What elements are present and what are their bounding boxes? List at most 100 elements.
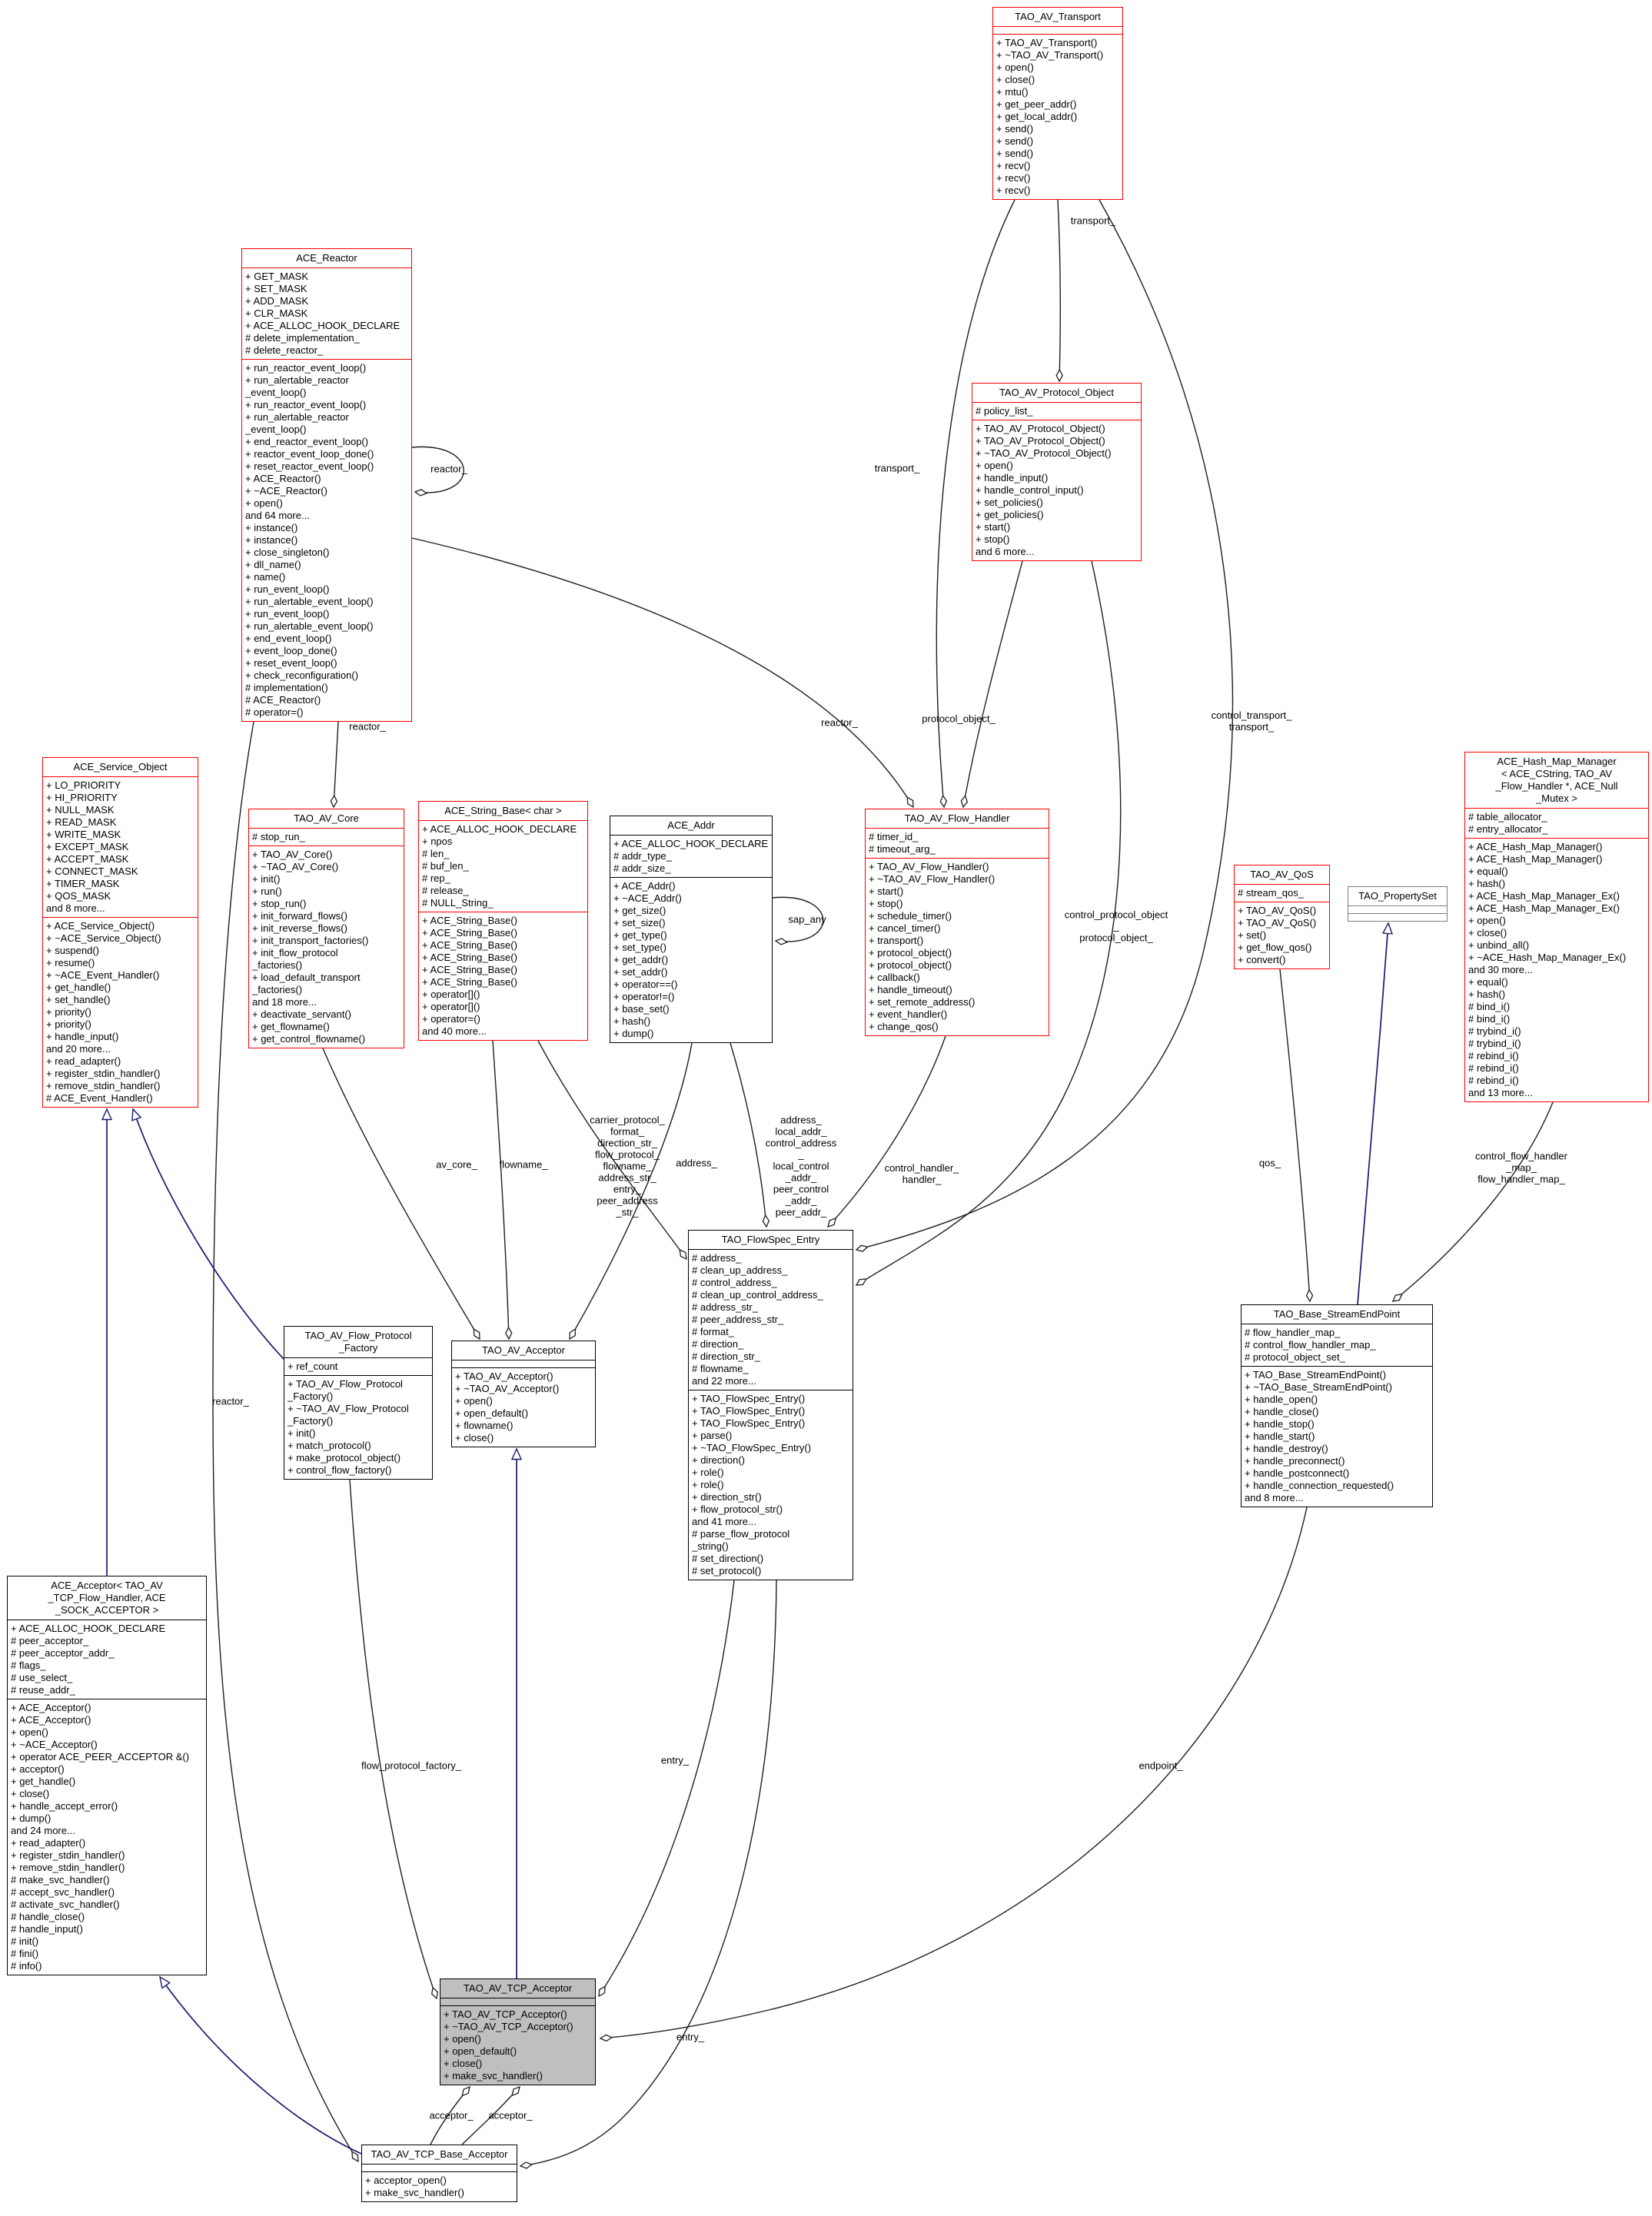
attribute: # stream_qos_ bbox=[1238, 887, 1304, 899]
attribute: # control_address_ bbox=[692, 1277, 777, 1288]
method: + TAO_FlowSpec_Entry() bbox=[692, 1393, 806, 1404]
class-ace-string-base[interactable]: ACE_String_Base< char >+ ACE_ALLOC_HOOK_… bbox=[418, 801, 588, 1041]
class-title-line: TAO_Base_StreamEndPoint bbox=[1273, 1308, 1401, 1320]
method: # set_direction() bbox=[692, 1553, 764, 1564]
class-ace-reactor[interactable]: ACE_Reactor+ GET_MASK+ SET_MASK+ ADD_MAS… bbox=[241, 248, 412, 722]
method: # bind_i() bbox=[1468, 1013, 1511, 1025]
method: + ~ACE_Acceptor() bbox=[11, 1739, 98, 1750]
attribute: + QOS_MASK bbox=[46, 890, 111, 902]
edge-label-addr-flowspec-entry: address_local_addr_control_address_local… bbox=[766, 1115, 837, 1218]
method: + ACE_String_Base() bbox=[422, 952, 517, 963]
edge-label-line: local_addr_ bbox=[775, 1125, 827, 1138]
attributes-section: + LO_PRIORITY+ HI_PRIORITY+ NULL_MASK+ R… bbox=[43, 776, 198, 917]
attribute: + ACE_ALLOC_HOOK_DECLARE bbox=[245, 320, 401, 331]
attributes-section bbox=[993, 26, 1122, 34]
class-title: TAO_AV_Flow_Protocol_Factory bbox=[284, 1327, 432, 1357]
edge-label-flow-handler-flowspec-entry: control_handler_handler_ bbox=[885, 1162, 959, 1185]
attribute: # peer_address_str_ bbox=[692, 1314, 784, 1325]
class-title: ACE_Service_Object bbox=[43, 758, 198, 776]
class-title: ACE_Acceptor< TAO_AV_TCP_Flow_Handler, A… bbox=[8, 1576, 206, 1620]
method: + TAO_AV_Acceptor() bbox=[455, 1370, 553, 1382]
methods-section: + TAO_AV_Transport()+ ~TAO_AV_Transport(… bbox=[993, 34, 1122, 199]
attribute: # address_ bbox=[692, 1252, 742, 1264]
method: + run_reactor_event_loop() bbox=[245, 362, 367, 374]
method: + base_set() bbox=[613, 1003, 670, 1015]
class-ace-acceptor[interactable]: ACE_Acceptor< TAO_AV_TCP_Flow_Handler, A… bbox=[7, 1576, 207, 1975]
aggregation-edge-string-av-acceptor bbox=[492, 1040, 513, 1341]
class-tao-flowspec-entry[interactable]: TAO_FlowSpec_Entry# address_# clean_up_a… bbox=[688, 1230, 853, 1580]
class-ace-service-object[interactable]: ACE_Service_Object+ LO_PRIORITY+ HI_PRIO… bbox=[42, 757, 198, 1108]
class-tao-base-streamendpoint[interactable]: TAO_Base_StreamEndPoint# flow_handler_ma… bbox=[1241, 1304, 1433, 1507]
method: + unbind_all() bbox=[1468, 939, 1530, 951]
class-tao-av-tcp-acceptor[interactable]: TAO_AV_TCP_Acceptor+ TAO_AV_TCP_Acceptor… bbox=[440, 1978, 596, 2085]
method: + control_flow_factory() bbox=[288, 1464, 392, 1476]
edge-label-line: peer_addr_ bbox=[775, 1206, 827, 1218]
attribute: # policy_list_ bbox=[976, 405, 1033, 417]
aggregation-edge-protocol-object-flow-handler bbox=[960, 560, 1023, 809]
method: + run_event_loop() bbox=[245, 608, 330, 620]
class-title: TAO_AV_Core bbox=[249, 809, 404, 828]
aggregation-edge-hashmap-streamendpoint bbox=[1391, 1101, 1554, 1302]
method: + ACE_String_Base() bbox=[422, 927, 517, 939]
method: + dump() bbox=[11, 1812, 52, 1824]
class-title: ACE_String_Base< char > bbox=[419, 802, 587, 820]
class-tao-av-flow-handler[interactable]: TAO_AV_Flow_Handler# timer_id_# timeout_… bbox=[865, 809, 1049, 1036]
method: + recv() bbox=[996, 160, 1031, 171]
methods-section: + TAO_AV_Protocol_Object()+ TAO_AV_Proto… bbox=[972, 420, 1141, 560]
method: + convert() bbox=[1238, 954, 1286, 965]
method: + get_peer_addr() bbox=[996, 98, 1077, 110]
method: + get_handle() bbox=[46, 982, 111, 993]
class-tao-av-transport[interactable]: TAO_AV_Transport+ TAO_AV_Transport()+ ~T… bbox=[992, 7, 1123, 200]
method: + ACE_Hash_Map_Manager_Ex() bbox=[1468, 890, 1620, 902]
method: + get_addr() bbox=[613, 954, 669, 965]
attribute: # direction_str_ bbox=[692, 1351, 760, 1362]
method: + reset_event_loop() bbox=[245, 657, 337, 669]
method: + init_forward_flows() bbox=[252, 910, 347, 922]
class-tao-av-qos[interactable]: TAO_AV_QoS# stream_qos_+ TAO_AV_QoS()+ T… bbox=[1234, 865, 1330, 969]
attribute: + CONNECT_MASK bbox=[46, 865, 138, 877]
method: and 13 more... bbox=[1468, 1087, 1533, 1098]
method: + close() bbox=[444, 2058, 483, 2069]
method: + get_type() bbox=[613, 929, 667, 941]
class-ace-hash-map-manager[interactable]: ACE_Hash_Map_Manager< ACE_CString, TAO_A… bbox=[1464, 752, 1649, 1102]
attribute: # timer_id_ bbox=[869, 831, 919, 842]
method: + TAO_FlowSpec_Entry() bbox=[692, 1417, 806, 1429]
aggregation-edge-streamendpoint-tcp-acceptor bbox=[599, 1507, 1308, 2042]
class-tao-av-flow-protocol-factory[interactable]: TAO_AV_Flow_Protocol_Factory+ ref_count+… bbox=[284, 1326, 433, 1480]
method: _event_loop() bbox=[245, 387, 307, 398]
edge-label-line: control_handler_ bbox=[884, 1162, 959, 1174]
edge-label-line: endpoint_ bbox=[1138, 1759, 1183, 1772]
class-tao-av-acceptor[interactable]: TAO_AV_Acceptor+ TAO_AV_Acceptor()+ ~TAO… bbox=[451, 1341, 596, 1447]
class-tao-av-protocol-object[interactable]: TAO_AV_Protocol_Object# policy_list_+ TA… bbox=[972, 383, 1142, 561]
class-title: TAO_AV_TCP_Base_Acceptor bbox=[362, 2145, 517, 2164]
method: + TAO_AV_Transport() bbox=[996, 37, 1098, 48]
edge-label-addr-av-acceptor: address_ bbox=[676, 1158, 716, 1169]
edge-label-line: flow_handler_map_ bbox=[1477, 1173, 1565, 1185]
method: + init() bbox=[288, 1427, 316, 1439]
method: + stop() bbox=[869, 898, 903, 909]
class-title-line: _TCP_Flow_Handler, ACE bbox=[48, 1592, 166, 1603]
edge-label-line: peer_control bbox=[773, 1183, 829, 1195]
class-title-line: TAO_AV_Acceptor bbox=[482, 1344, 565, 1356]
class-tao-av-tcp-base-acceptor[interactable]: TAO_AV_TCP_Base_Acceptor+ acceptor_open(… bbox=[361, 2145, 517, 2202]
method: + flow_protocol_str() bbox=[692, 1503, 783, 1515]
class-tao-propertyset[interactable]: TAO_PropertySet bbox=[1348, 886, 1448, 922]
method: + dump() bbox=[613, 1028, 654, 1039]
edge-label-qos-streamendpoint: qos_ bbox=[1259, 1158, 1281, 1169]
edge-label-line: control_flow_handler bbox=[1475, 1150, 1567, 1162]
method: # info() bbox=[11, 1960, 42, 1972]
method: + priority() bbox=[46, 1006, 91, 1018]
method: + stop_run() bbox=[252, 898, 307, 909]
attribute: + ACE_ALLOC_HOOK_DECLARE bbox=[613, 838, 769, 849]
attribute: + TIMER_MASK bbox=[46, 878, 120, 889]
methods-section: + ACE_Service_Object()+ ~ACE_Service_Obj… bbox=[43, 917, 198, 1107]
edge-label-hashmap-streamendpoint: control_flow_handler_map_flow_handler_ma… bbox=[1475, 1151, 1567, 1185]
class-ace-addr[interactable]: ACE_Addr+ ACE_ALLOC_HOOK_DECLARE# addr_t… bbox=[610, 816, 773, 1043]
method: + priority() bbox=[46, 1018, 91, 1030]
method: + instance() bbox=[245, 522, 298, 533]
aggregation-edge-transport-flow-handler bbox=[936, 199, 1015, 809]
class-tao-av-core[interactable]: TAO_AV_Core# stop_run_+ TAO_AV_Core()+ ~… bbox=[248, 809, 404, 1048]
class-title-line: TAO_AV_Flow_Protocol bbox=[304, 1330, 412, 1341]
method: + operator==() bbox=[613, 978, 678, 990]
edge-label-string-av-acceptor: flowname_ bbox=[500, 1159, 548, 1171]
